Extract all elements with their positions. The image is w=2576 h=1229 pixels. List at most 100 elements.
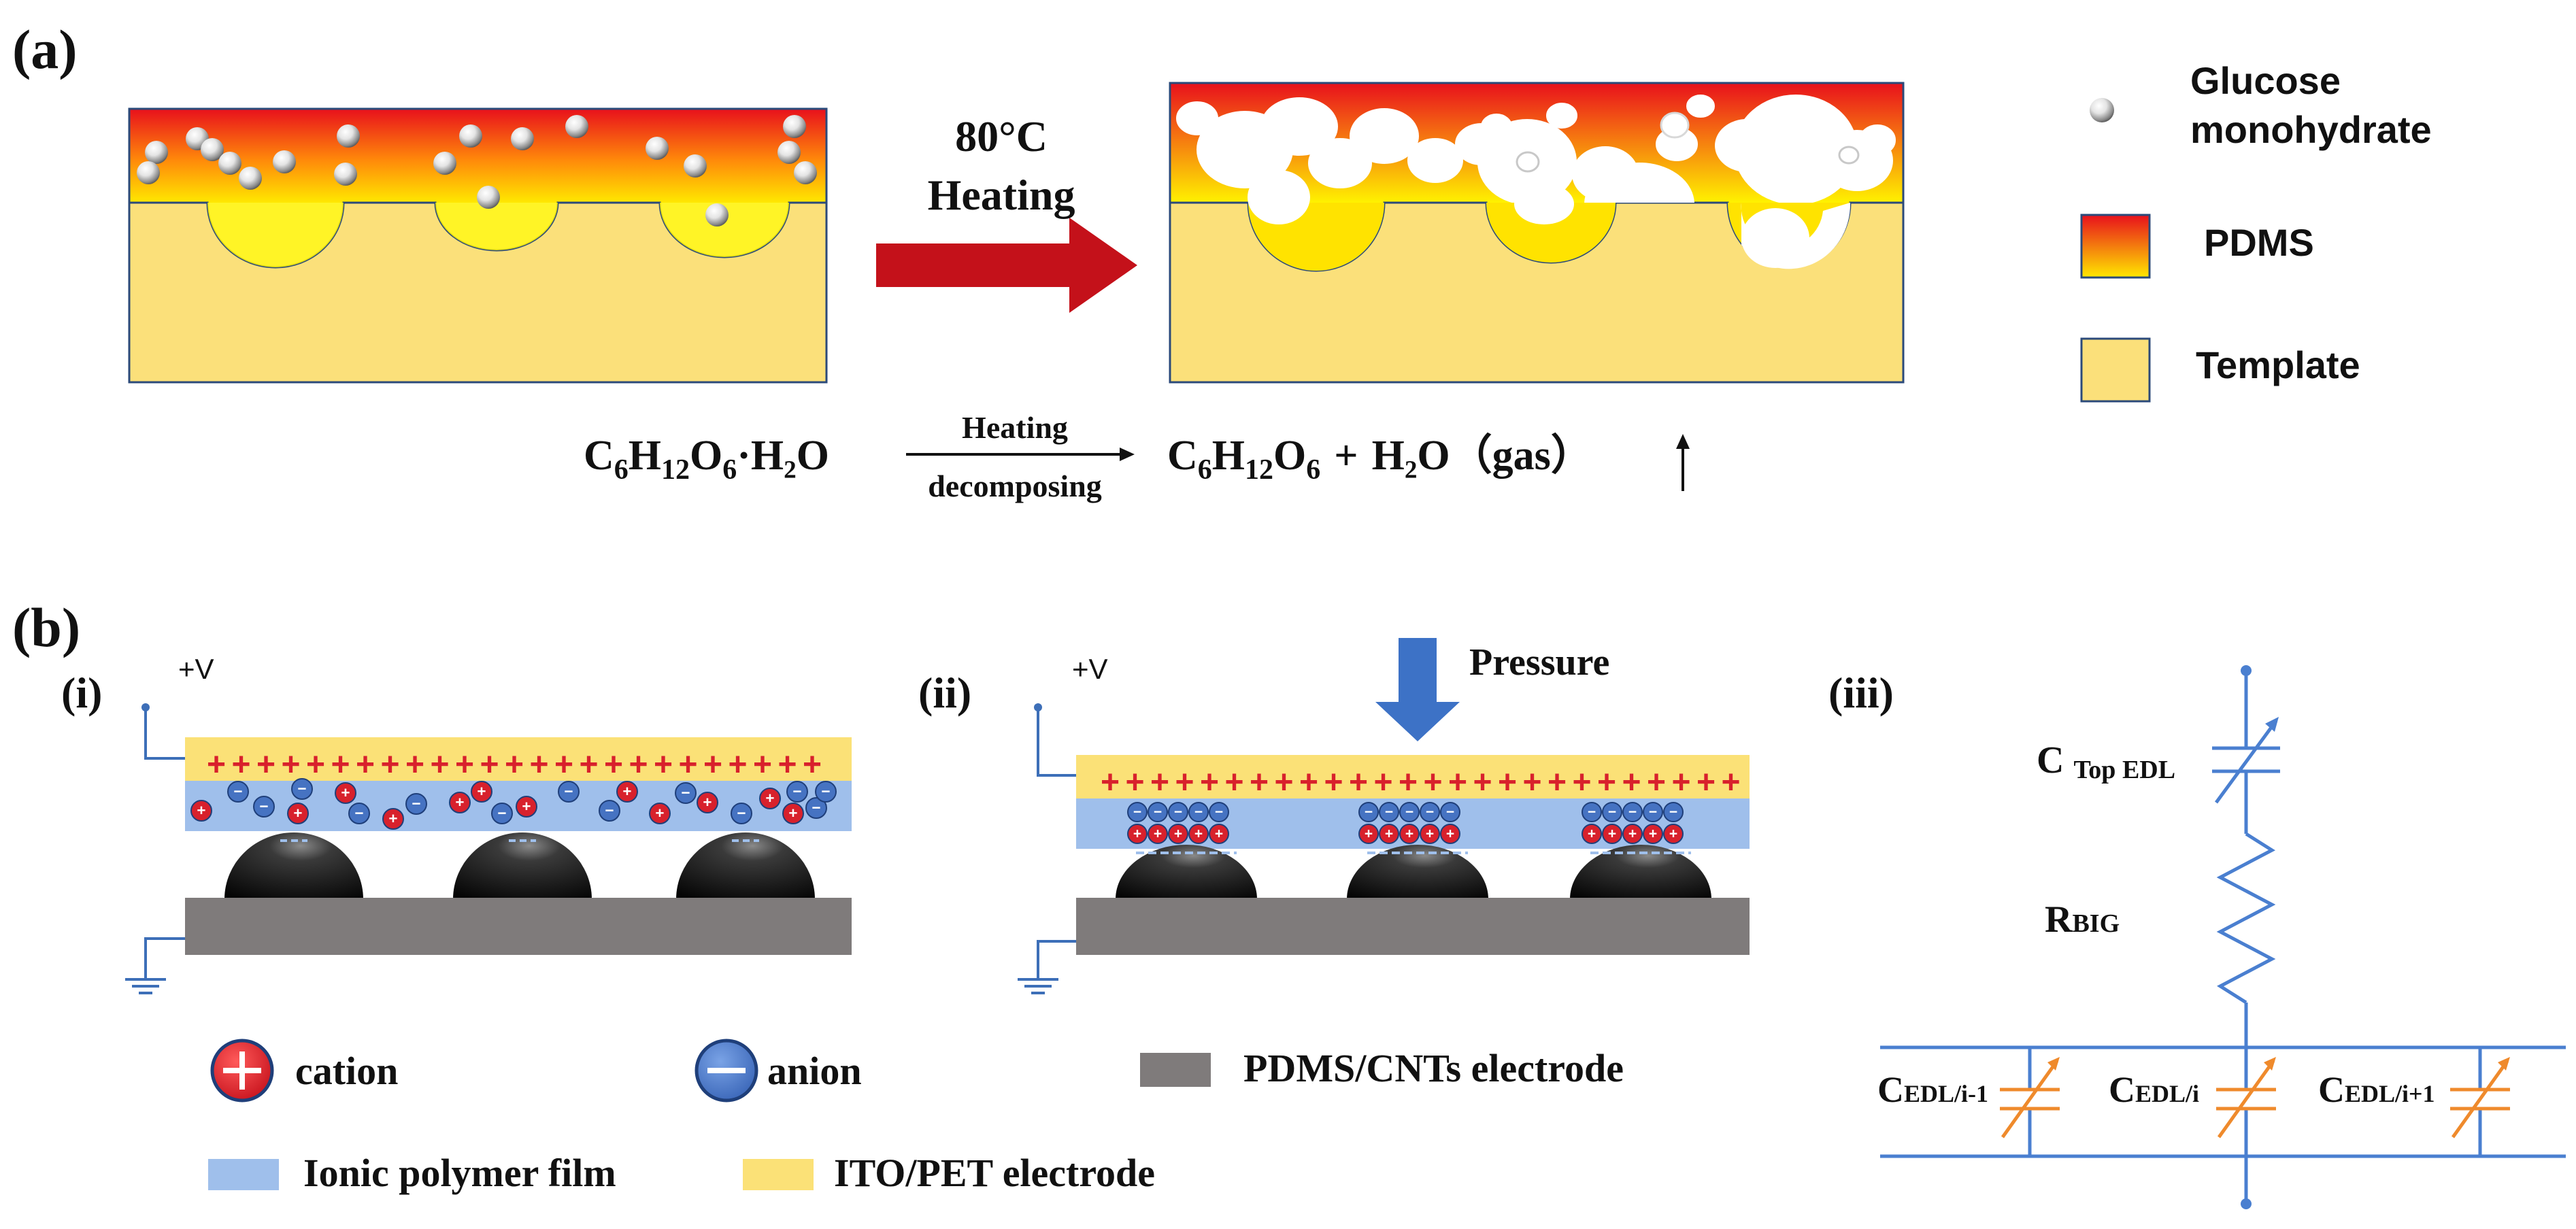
anion-ion: − <box>291 778 313 800</box>
anion-ion: − <box>1582 802 1602 822</box>
svg-text:−: − <box>259 798 268 815</box>
plus-charge: + <box>1448 764 1467 801</box>
ito-layer-ii <box>1076 755 1750 798</box>
equivalent-circuit <box>1880 665 2566 1209</box>
svg-text:−: − <box>1588 804 1596 820</box>
svg-text:+: + <box>788 805 797 822</box>
dome-ii-2 <box>1347 845 1488 899</box>
cation-ion: + <box>1602 824 1622 844</box>
glucose-bead-after-2 <box>1516 151 1540 173</box>
svg-text:−: − <box>1365 804 1373 820</box>
svg-text:−: − <box>1174 804 1182 820</box>
cation-ion: + <box>1440 824 1460 844</box>
domes-ii <box>1116 845 1711 899</box>
label-c-edl-i-plus-1: CEDL/i+1 <box>2318 1069 2435 1110</box>
cation-ion: + <box>1379 824 1399 844</box>
legend-ionic-swatch <box>208 1159 279 1190</box>
svg-text:−: − <box>1426 804 1434 820</box>
svg-text:−: − <box>1649 804 1657 820</box>
anion-ion: − <box>253 796 275 818</box>
svg-text:+: + <box>655 805 664 822</box>
svg-text:+: + <box>1669 826 1677 841</box>
svg-text:+: + <box>197 802 205 819</box>
svg-text:−: − <box>1154 804 1162 820</box>
label-c-edl-i: CEDL/i <box>2109 1069 2199 1110</box>
pdms-cnts-electrode-i <box>185 898 852 955</box>
cation-ion: + <box>1188 824 1209 844</box>
cation-ion: + <box>287 803 309 824</box>
plus-charge: + <box>455 747 474 783</box>
glucose-bead-after <box>1660 112 1690 139</box>
anion-ion: − <box>1358 802 1379 822</box>
legend-pdms-label: PDMS <box>2204 221 2314 264</box>
plus-charge: + <box>1324 764 1343 801</box>
well-fill-1 <box>207 203 344 267</box>
plus-charge: + <box>281 747 300 783</box>
device-ii: +V Pressure ++++++++++++++++++++++++++ −… <box>1018 638 1750 994</box>
cation-ion: + <box>516 796 537 818</box>
plus-charge: + <box>331 747 350 783</box>
svg-text:+: + <box>1649 826 1657 841</box>
plus-charge: + <box>1224 764 1243 801</box>
c-top-variable-arrow <box>2214 720 2278 804</box>
plus-charge: + <box>1349 764 1368 801</box>
plus-charge: + <box>803 747 822 783</box>
equation-reactant: C6H12O6·H₂O <box>584 433 829 486</box>
pdms-cnts-electrode-ii <box>1076 898 1750 955</box>
cation-ion: + <box>471 781 492 803</box>
svg-text:−: − <box>605 802 614 819</box>
legend-ionic-label: Ionic polymer film <box>303 1151 616 1195</box>
plus-row-ii: ++++++++++++++++++++++++++ <box>1101 764 1741 801</box>
svg-text:+: + <box>522 798 531 815</box>
gas-up-arrow-head <box>1676 434 1690 449</box>
plus-charge: + <box>1250 764 1269 801</box>
panel-b-sub-i: (i) <box>61 669 102 717</box>
plus-charge: + <box>505 747 524 783</box>
voltage-label-ii: +V <box>1072 653 1108 685</box>
legend-glucose-line2: monohydrate <box>2190 108 2432 151</box>
legend-template-label: Template <box>2196 343 2360 386</box>
legend-glucose-line1: Glucose <box>2190 59 2341 102</box>
heating-temp-label: 80°C <box>955 112 1048 161</box>
panel-b-label: (b) <box>12 596 80 658</box>
well-fill-3 <box>660 203 789 257</box>
cation-ion: + <box>616 781 638 803</box>
ito-layer-i <box>185 737 852 781</box>
pressure-arrow: Pressure <box>1375 638 1609 741</box>
plus-charge: + <box>1423 764 1442 801</box>
cation-ion: + <box>782 803 804 824</box>
svg-text:+: + <box>1588 826 1596 841</box>
plus-charge: + <box>629 747 648 783</box>
svg-text:+: + <box>1215 826 1223 841</box>
svg-text:+: + <box>1446 826 1454 841</box>
block-after-border <box>1169 82 1905 384</box>
anion-ion: − <box>1209 802 1229 822</box>
cation-ion: + <box>1420 824 1440 844</box>
anion-ion: − <box>1420 802 1440 822</box>
plus-charge: + <box>380 747 399 783</box>
plus-charge: + <box>554 747 573 783</box>
voltage-label-i: +V <box>178 653 214 685</box>
cation-ion: + <box>1663 824 1684 844</box>
svg-text:+: + <box>1426 826 1434 841</box>
plus-charge: + <box>1647 764 1666 801</box>
ground-icon-ii <box>1018 978 1058 994</box>
svg-text:+: + <box>1365 826 1373 841</box>
svg-text:−: − <box>1133 804 1141 820</box>
well-fill-2 <box>435 203 558 250</box>
plus-charge: + <box>579 747 598 783</box>
svg-text:+: + <box>1385 826 1393 841</box>
dome-ii-3 <box>1570 845 1711 899</box>
cation-ion: + <box>190 800 212 822</box>
plus-charge: + <box>1548 764 1567 801</box>
plus-charge: + <box>604 747 623 783</box>
plus-charge: + <box>1473 764 1492 801</box>
svg-text:−: − <box>1385 804 1393 820</box>
cation-ion: + <box>1358 824 1379 844</box>
plus-charge: + <box>1125 764 1144 801</box>
ions-ii: −−−−−+++++−−−−−+++++−−−−−+++++ <box>1127 802 1684 844</box>
legend-anion-icon <box>695 1039 758 1102</box>
svg-text:−: − <box>297 780 306 797</box>
